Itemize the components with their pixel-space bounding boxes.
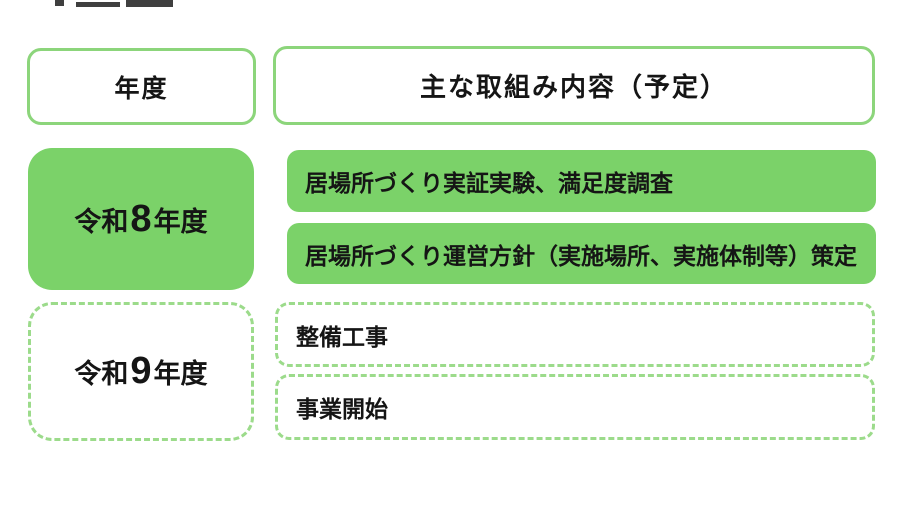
activity-label: 整備工事 bbox=[296, 323, 388, 350]
cropped-text-fragment bbox=[55, 0, 64, 6]
year-box-reiwa9: 令和9年度 bbox=[28, 302, 254, 441]
activity-bar-construction: 整備工事 bbox=[275, 302, 875, 367]
header-year-label: 年度 bbox=[114, 74, 169, 103]
year-suffix: 年度 bbox=[153, 206, 208, 237]
cropped-text-fragment bbox=[76, 2, 120, 7]
year-digit: 9 bbox=[130, 350, 152, 392]
header-content-label: 主な取組み内容（予定） bbox=[419, 72, 728, 102]
year-prefix: 令和 bbox=[74, 359, 129, 389]
year-label-reiwa8: 令和8年度 bbox=[74, 200, 207, 239]
activity-bar-policy: 居場所づくり運営方針（実施場所、実施体制等）策定 bbox=[287, 223, 876, 284]
year-box-reiwa8: 令和8年度 bbox=[28, 148, 254, 290]
year-label-reiwa9: 令和9年度 bbox=[74, 352, 207, 391]
activity-label: 事業開始 bbox=[296, 396, 388, 422]
cropped-text-fragment bbox=[126, 0, 173, 7]
activity-bar-launch: 事業開始 bbox=[275, 374, 875, 440]
activity-label: 居場所づくり実証実験、満足度調査 bbox=[305, 170, 673, 196]
year-prefix: 令和 bbox=[74, 206, 129, 237]
header-year-column: 年度 bbox=[27, 48, 256, 125]
header-content-column: 主な取組み内容（予定） bbox=[273, 46, 875, 125]
activity-bar-experiment: 居場所づくり実証実験、満足度調査 bbox=[287, 150, 876, 212]
year-suffix: 年度 bbox=[153, 359, 208, 389]
year-digit: 8 bbox=[130, 197, 152, 240]
activity-label: 居場所づくり運営方針（実施場所、実施体制等）策定 bbox=[305, 242, 857, 269]
